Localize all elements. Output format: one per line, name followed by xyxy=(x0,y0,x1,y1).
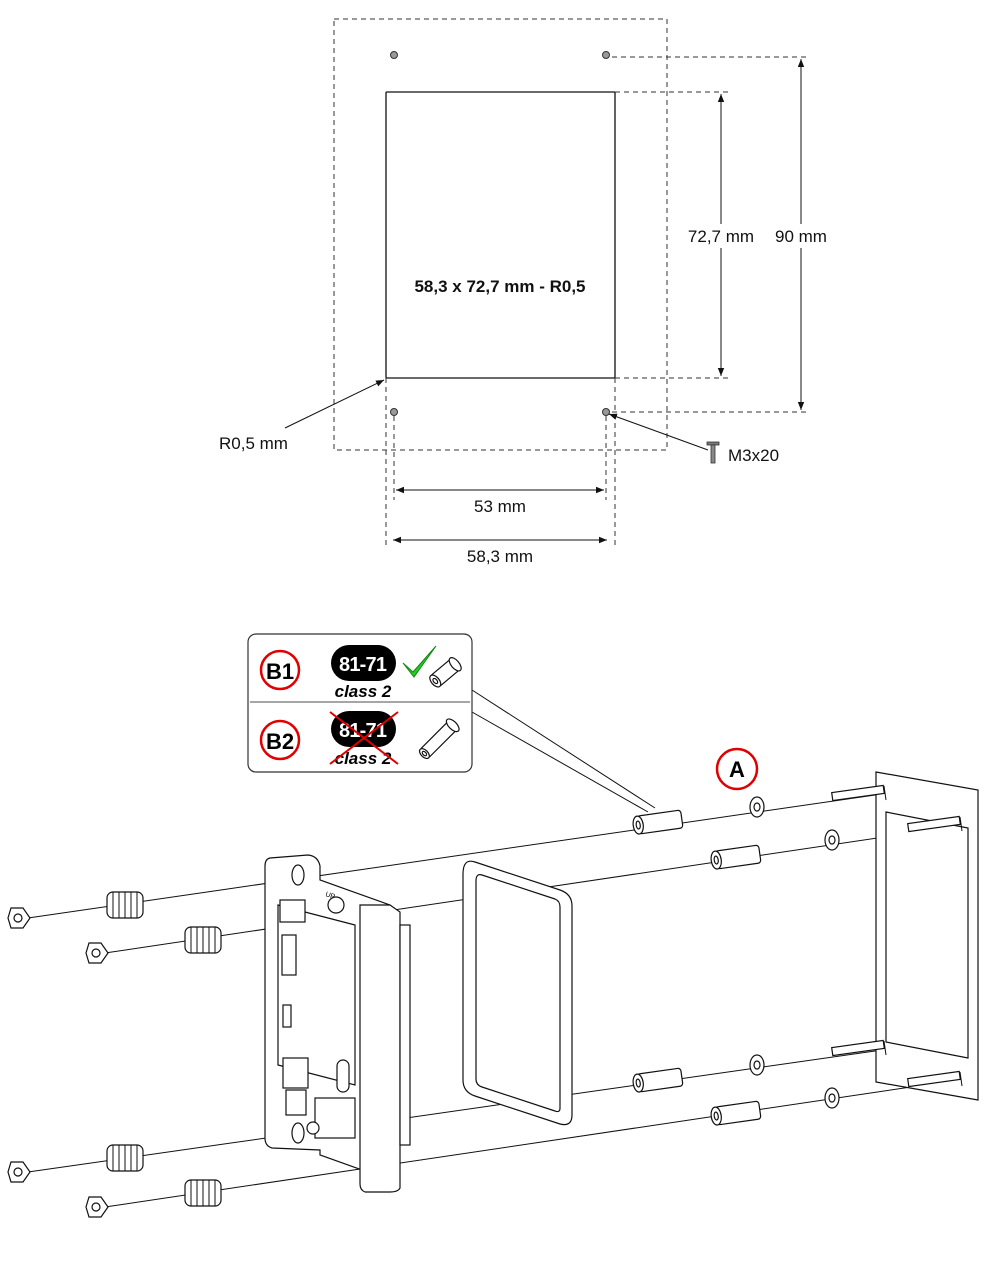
hole-icon xyxy=(602,51,610,59)
washers xyxy=(749,796,840,1109)
mounting-holes xyxy=(390,51,610,416)
callout-a-label: A xyxy=(729,757,745,782)
inner-height-label: 72,7 mm xyxy=(688,227,754,246)
b2-class: class 2 xyxy=(335,749,392,768)
option-b2: B2 81-71 class 2 xyxy=(259,711,460,768)
cutout-width-label: 58,3 mm xyxy=(467,547,533,566)
cutout-label: 58,3 x 72,7 mm - R0,5 xyxy=(414,277,585,296)
exploded-assembly: A UP xyxy=(7,633,979,1218)
long-spacer-icon xyxy=(418,718,460,760)
cutout-area xyxy=(385,91,616,379)
outer-height-label: 90 mm xyxy=(775,227,827,246)
controller-device: UP xyxy=(264,854,411,1193)
cross-icon xyxy=(329,711,399,765)
b1-label: B1 xyxy=(266,659,294,684)
screw-icon xyxy=(706,441,720,464)
hole-icon xyxy=(390,51,398,59)
springs xyxy=(106,891,222,1207)
panel-outline xyxy=(333,18,668,451)
b1-badge: 81-71 xyxy=(339,654,387,676)
gasket-frame xyxy=(462,860,573,1126)
b2-label: B2 xyxy=(266,729,294,754)
radius-label: R0,5 mm xyxy=(219,434,288,453)
callout-a-circle xyxy=(715,747,759,791)
option-b1: B1 81-71 class 2 xyxy=(259,645,462,701)
spacers xyxy=(632,809,762,1126)
b1-class: class 2 xyxy=(335,682,392,701)
hole-icon xyxy=(390,408,398,416)
hole-width-label: 53 mm xyxy=(474,497,526,516)
panel-screws xyxy=(831,784,963,1088)
nuts xyxy=(7,907,109,1218)
screw-label: M3x20 xyxy=(728,446,779,465)
hole-icon xyxy=(602,408,610,416)
spacer-selection-callout: B1 81-71 class 2 B2 81-71 class 2 xyxy=(247,633,656,813)
b2-badge: 81-71 xyxy=(339,720,387,742)
panel-cutout-drawing: 58,3 x 72,7 mm - R0,5 72,7 mm 90 mm 53 m… xyxy=(219,18,832,566)
check-icon xyxy=(402,645,437,678)
mounting-panel xyxy=(875,771,979,1101)
device-up-marking: UP xyxy=(324,891,336,901)
short-spacer-icon xyxy=(429,657,462,688)
